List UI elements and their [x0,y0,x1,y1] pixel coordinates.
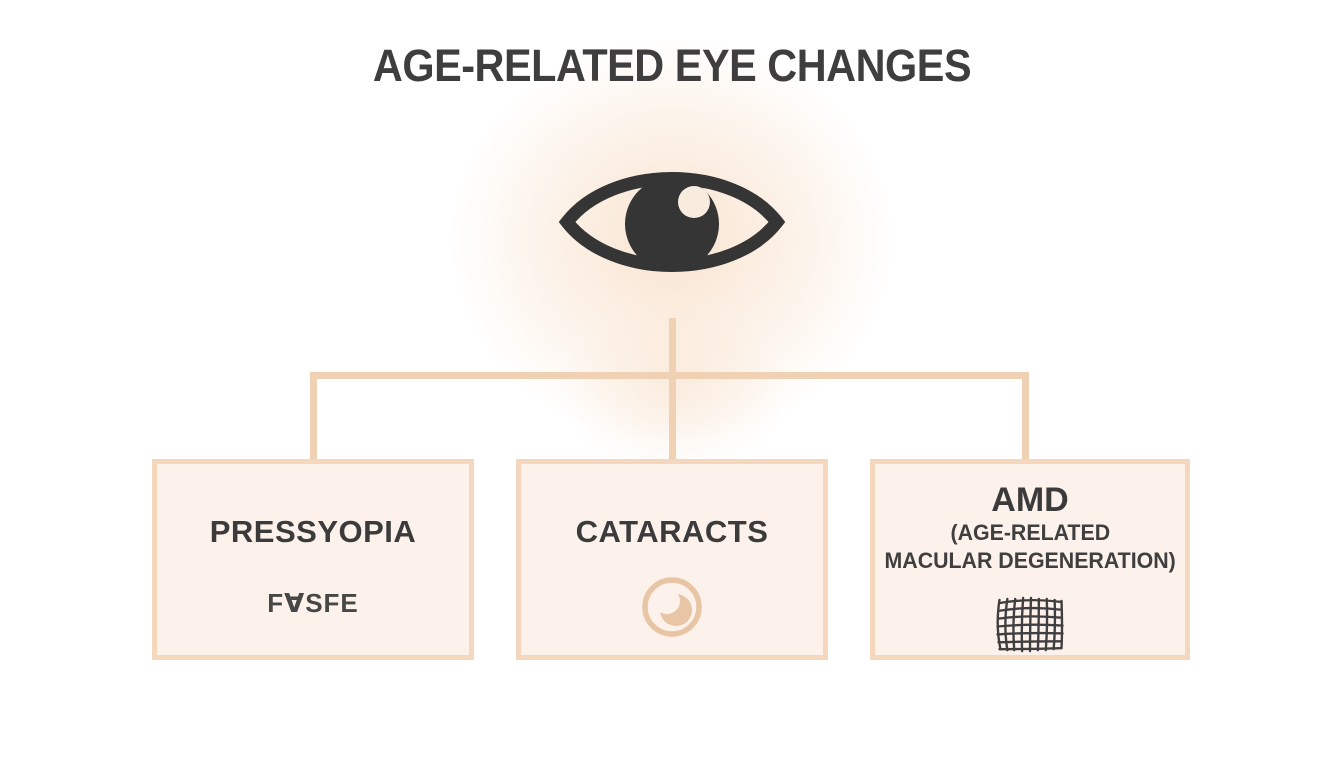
node-amd-subtitle-line2: MACULAR DEGENERATION) [884,547,1176,573]
amsler-grid-icon [996,596,1064,653]
cloudy-lens-icon [642,577,702,637]
node-presbyopia: PRESSYOPIA F∀SFE [152,459,474,660]
connector-left-drop [310,372,317,462]
node-amd: AMD (AGE-RELATED MACULAR DEGENERATION) [870,459,1190,660]
connector-right-drop [1022,372,1029,462]
page-title: AGE-RELATED EYE CHANGES [372,40,972,91]
connector-horizontal [310,372,1029,379]
node-amd-title: AMD [991,481,1069,519]
eye-icon [558,172,786,272]
connector-stem [669,318,676,463]
node-presbyopia-title: PRESSYOPIA [209,514,417,549]
node-presbyopia-subtitle: F∀SFE [267,588,359,618]
node-cataracts: CATARACTS [516,459,828,660]
node-cataracts-title: CATARACTS [575,514,769,549]
node-amd-subtitle-line1: (AGE-RELATED [950,520,1110,546]
